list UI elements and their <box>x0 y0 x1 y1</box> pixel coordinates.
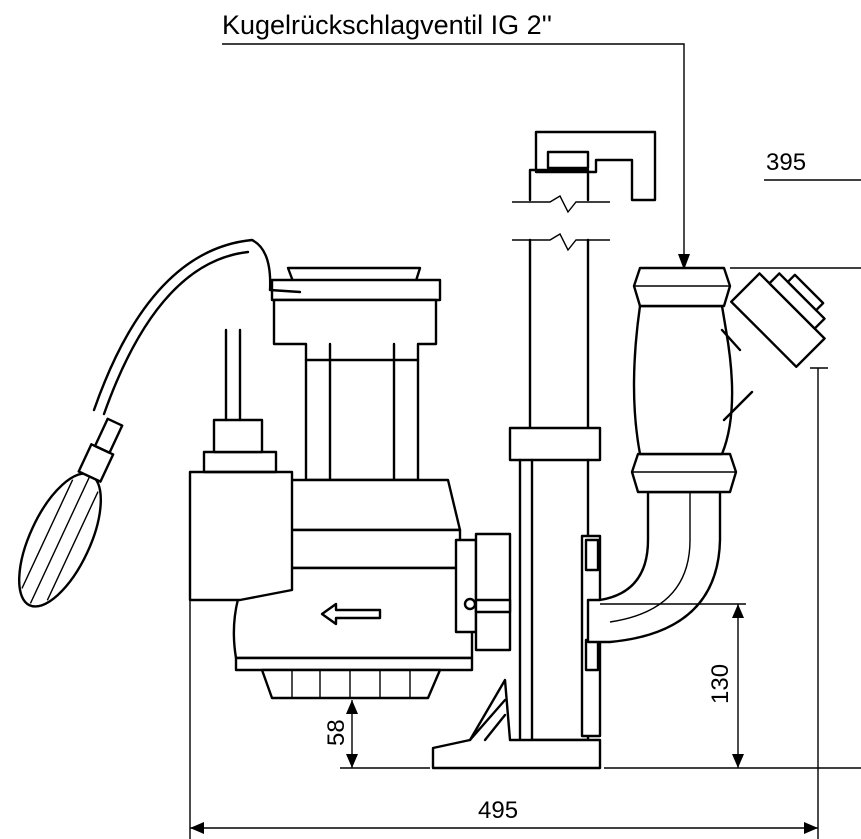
dimension-395: 395 <box>764 149 861 181</box>
dimension-58: 58 <box>323 700 430 769</box>
discharge-pipe <box>512 130 657 430</box>
callout-label: Kugelrückschlagventil IG 2'' <box>222 10 552 40</box>
float-switch <box>17 238 302 608</box>
dim-label-130: 130 <box>707 664 734 704</box>
valve-callout: Kugelrückschlagventil IG 2'' <box>222 10 690 270</box>
pump-body <box>188 266 512 700</box>
dim-label-495: 495 <box>478 797 518 824</box>
dimension-495: 495 <box>189 267 861 839</box>
ball-check-valve <box>586 266 826 644</box>
dim-label-395: 395 <box>766 149 806 176</box>
dim-label-58: 58 <box>323 719 350 746</box>
